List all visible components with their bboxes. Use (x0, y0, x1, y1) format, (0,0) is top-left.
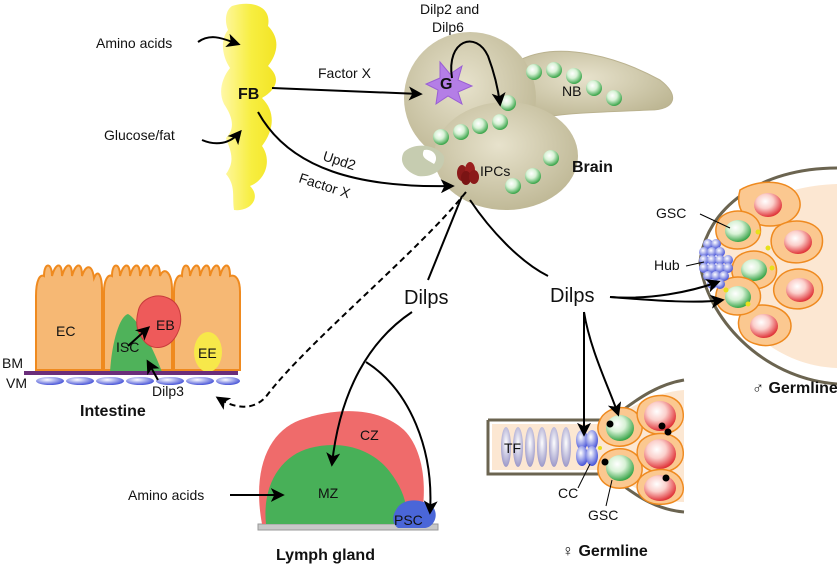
lymph-gland (257, 411, 439, 531)
glia-signal-line-2: Dilp6 (432, 19, 464, 35)
hub-label: Hub (654, 257, 680, 273)
amino-acids-arrow (197, 33, 241, 48)
vm-cell (216, 377, 240, 385)
female-gsc-pointer (605, 479, 613, 507)
female-germline-title: ♀ Germline (562, 543, 648, 560)
nb-label: NB (562, 83, 581, 99)
dilps-to-psc-arrow (365, 361, 438, 515)
upd2-arrow (257, 111, 455, 194)
cz-label: CZ (360, 427, 379, 443)
brain-title: Brain (572, 159, 613, 176)
dilps-to-mz-arrow (326, 311, 413, 467)
dilps-left-label: Dilps (404, 287, 448, 309)
ipcs-to-intestine-dashed-arrow (215, 191, 467, 410)
male-germline (698, 166, 837, 386)
isc-cell (110, 314, 162, 372)
factor-x-top-label: Factor X (318, 65, 372, 81)
eb-label: EB (156, 317, 175, 333)
glia-cell: G (424, 60, 474, 106)
ee-cell (194, 332, 222, 372)
glia-signal-line-1: Dilp2 and (420, 1, 479, 17)
medullary-zone (265, 445, 407, 524)
ipcs-cluster (457, 162, 479, 185)
intestine (24, 264, 241, 385)
glia-label: G (440, 76, 452, 93)
isc-label: ISC (116, 339, 139, 355)
lymph-gland-title: Lymph gland (276, 547, 375, 564)
brain-green-cells (433, 62, 622, 194)
isc-to-eb-arrow (127, 326, 151, 347)
vm-cell (126, 377, 154, 385)
female-gsc-label: GSC (588, 507, 618, 523)
dilp2-dilp6-arrow (450, 40, 506, 107)
intestine-ec-cell (35, 264, 103, 371)
cc-pointer (577, 463, 591, 489)
factor-x-top-arrow (271, 86, 423, 101)
dilps-to-male-gsc-arrow (609, 279, 721, 299)
psc-label: PSC (394, 512, 423, 528)
cc-label: CC (558, 485, 578, 501)
dilps-to-female-gsc-arrow (583, 311, 622, 417)
vm-cell (96, 377, 124, 385)
vm-cell (66, 377, 94, 385)
ec-label: EC (56, 323, 75, 339)
brain-to-dilps-left-line (427, 195, 463, 281)
brain-to-dilps-right-line (469, 199, 549, 277)
brain (401, 32, 674, 210)
dilps-to-male-hub-arrow (609, 294, 725, 309)
vm-label: VM (6, 375, 27, 391)
fat-body: FB (221, 3, 277, 211)
vm-cell (186, 377, 214, 385)
bm-label: BM (2, 355, 23, 371)
fat-body-label: FB (238, 86, 259, 103)
ee-label: EE (198, 345, 217, 361)
intestine-ee-cell (173, 264, 241, 371)
vm-cell (156, 377, 184, 385)
dilp3-arrow (146, 359, 160, 381)
glucose-fat-arrow (201, 129, 242, 146)
male-gsc-pointer (699, 213, 731, 229)
ipcs-label: IPCs (480, 163, 510, 179)
male-gsc-label: GSC (656, 205, 686, 221)
male-germline-title: ♂ Germline (752, 380, 837, 397)
intestine-title: Intestine (80, 403, 146, 420)
dilp3-label: Dilp3 (152, 383, 184, 399)
amino-acids-input-label: Amino acids (96, 35, 172, 51)
basement-membrane (24, 371, 238, 375)
tf-label: TF (504, 440, 521, 456)
amino-acids-lymph-label: Amino acids (128, 487, 204, 503)
dilps-right-label: Dilps (550, 285, 594, 307)
glia-signal-label: Dilp2 and Dilp6 (420, 1, 483, 35)
vm-cell (36, 377, 64, 385)
mz-label: MZ (318, 485, 339, 501)
hub-pointer (685, 261, 705, 267)
glucose-fat-input-label: Glucose/fat (104, 127, 175, 143)
